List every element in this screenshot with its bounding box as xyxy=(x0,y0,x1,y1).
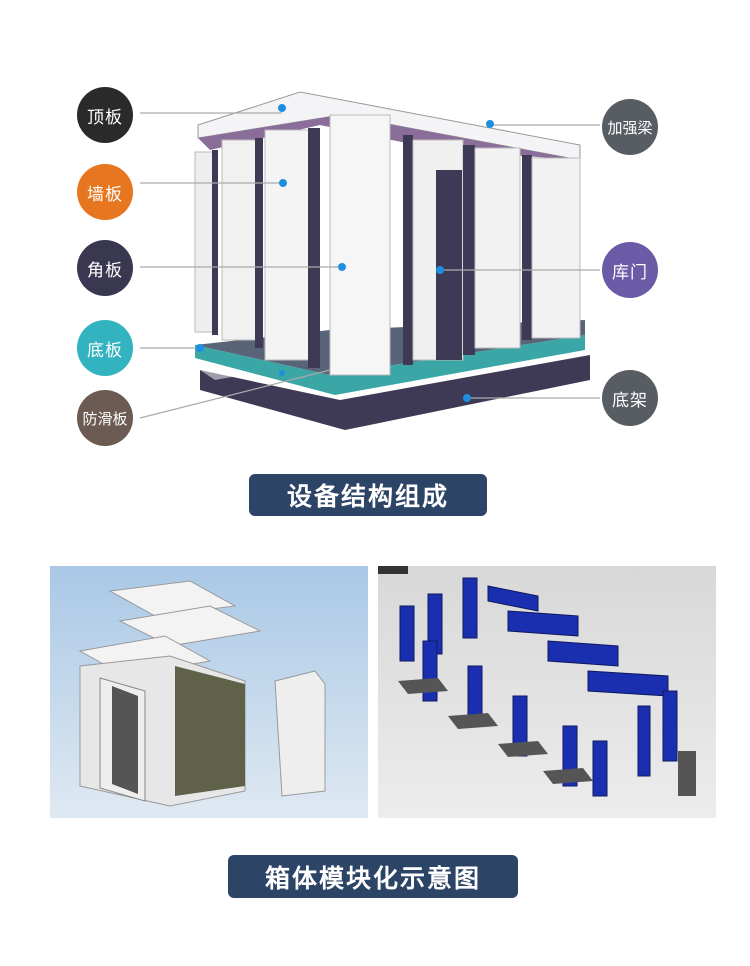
section-title-modular: 箱体模块化示意图 xyxy=(228,855,518,898)
label-door: 库门 xyxy=(602,242,658,298)
label-corner-panel: 角板 xyxy=(77,240,133,296)
label-floor-panel: 底板 xyxy=(77,320,133,376)
label-reinforcement-beam: 加强梁 xyxy=(602,99,658,155)
modular-box-render-image xyxy=(50,566,368,818)
label-base-frame: 底架 xyxy=(602,370,658,426)
label-wall-panel: 墙板 xyxy=(77,164,133,220)
label-anti-slip-panel: 防滑板 xyxy=(77,390,133,446)
cold-room-structure-diagram xyxy=(139,91,600,430)
modular-panels-render-image xyxy=(378,566,716,818)
section-title-structure: 设备结构组成 xyxy=(249,474,487,516)
label-top-panel: 顶板 xyxy=(77,87,133,143)
